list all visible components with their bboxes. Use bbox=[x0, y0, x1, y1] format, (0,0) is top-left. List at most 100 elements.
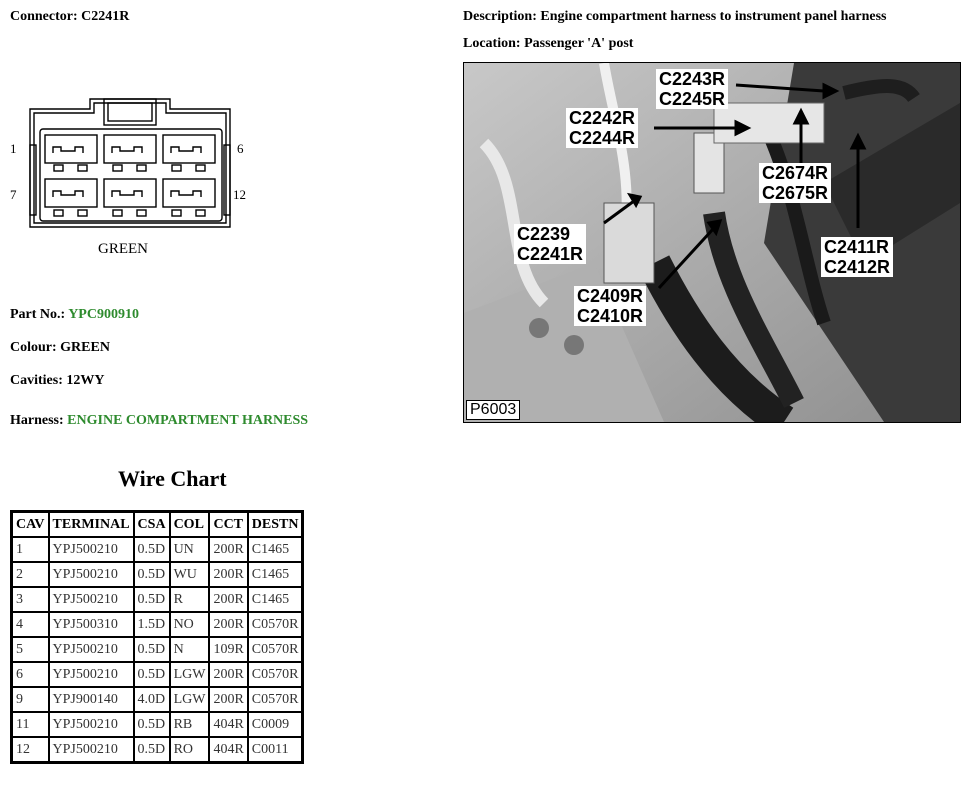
cell-destn: C0570R bbox=[246, 661, 304, 688]
wire-chart-header-row: CAV TERMINAL CSA COL CCT DESTN bbox=[10, 510, 304, 538]
cell-csa: 0.5D bbox=[132, 661, 171, 688]
cavity-row-top bbox=[44, 134, 216, 164]
cell-destn: C0570R bbox=[246, 686, 304, 713]
cell-terminal: YPJ500210 bbox=[47, 736, 135, 764]
cell-destn: C0011 bbox=[246, 736, 304, 764]
cell-col: WU bbox=[168, 561, 211, 588]
connector-value: C2241R bbox=[81, 9, 130, 24]
colour-value: GREEN bbox=[60, 340, 110, 355]
cell-destn: C1465 bbox=[246, 561, 304, 588]
column-header-destn: DESTN bbox=[246, 510, 304, 538]
description-value: Engine compartment harness to instrument… bbox=[540, 9, 887, 24]
cell-col: RB bbox=[168, 711, 211, 738]
column-header-cav: CAV bbox=[10, 510, 50, 538]
cell-csa: 0.5D bbox=[132, 736, 171, 764]
cell-cav: 3 bbox=[10, 586, 50, 613]
connector-line: Connector: C2241R bbox=[10, 9, 129, 25]
cell-csa: 0.5D bbox=[132, 561, 171, 588]
cell-csa: 0.5D bbox=[132, 586, 171, 613]
cell-cct: 109R bbox=[208, 636, 249, 663]
connector-label: Connector: bbox=[10, 9, 78, 24]
cavities-label: Cavities: bbox=[10, 373, 63, 388]
cell-csa: 1.5D bbox=[132, 611, 171, 638]
cell-cav: 9 bbox=[10, 686, 50, 713]
cavity-row-bottom bbox=[44, 178, 216, 208]
connector-housing bbox=[29, 98, 231, 228]
cell-cav: 6 bbox=[10, 661, 50, 688]
cell-csa: 0.5D bbox=[132, 636, 171, 663]
connector-face-diagram: 1 6 7 12 GREEN bbox=[10, 98, 246, 257]
cell-terminal: YPJ500210 bbox=[47, 661, 135, 688]
part-number-link[interactable]: YPC900910 bbox=[68, 307, 139, 322]
column-header-col: COL bbox=[168, 510, 211, 538]
cell-cav: 4 bbox=[10, 611, 50, 638]
connector-latch bbox=[103, 98, 157, 126]
cell-cct: 200R bbox=[208, 561, 249, 588]
colour-label: Colour: bbox=[10, 340, 57, 355]
cell-cav: 2 bbox=[10, 561, 50, 588]
colour-line: Colour: GREEN bbox=[10, 340, 110, 356]
cell-col: RO bbox=[168, 736, 211, 764]
cell-col: LGW bbox=[168, 661, 211, 688]
harness-link[interactable]: ENGINE COMPARTMENT HARNESS bbox=[67, 413, 309, 428]
cell-cct: 404R bbox=[208, 736, 249, 764]
cell-destn: C1465 bbox=[246, 536, 304, 563]
cell-terminal: YPJ500210 bbox=[47, 636, 135, 663]
description-label: Description: bbox=[463, 9, 537, 24]
cell-cav: 5 bbox=[10, 636, 50, 663]
cell-csa: 4.0D bbox=[132, 686, 171, 713]
cell-col: UN bbox=[168, 536, 211, 563]
cell-col: R bbox=[168, 586, 211, 613]
cell-cct: 200R bbox=[208, 686, 249, 713]
cell-destn: C0570R bbox=[246, 636, 304, 663]
location-label: Location: bbox=[463, 36, 521, 51]
cell-csa: 0.5D bbox=[132, 536, 171, 563]
cell-csa: 0.5D bbox=[132, 711, 171, 738]
cell-cav: 11 bbox=[10, 711, 50, 738]
cell-terminal: YPJ500310 bbox=[47, 611, 135, 638]
cell-terminal: YPJ500210 bbox=[47, 561, 135, 588]
column-header-cct: CCT bbox=[208, 510, 249, 538]
pin-number-6: 6 bbox=[237, 141, 244, 156]
cell-col: N bbox=[168, 636, 211, 663]
cell-cct: 200R bbox=[208, 586, 249, 613]
cell-destn: C1465 bbox=[246, 586, 304, 613]
description-line: Description: Engine compartment harness … bbox=[463, 9, 887, 25]
cell-cav: 12 bbox=[10, 736, 50, 764]
cell-col: LGW bbox=[168, 686, 211, 713]
cell-destn: C0570R bbox=[246, 611, 304, 638]
pin-number-12: 12 bbox=[233, 187, 246, 202]
cavities-value: 12WY bbox=[66, 373, 105, 388]
cell-cav: 1 bbox=[10, 536, 50, 563]
column-header-terminal: TERMINAL bbox=[47, 510, 135, 538]
cell-col: NO bbox=[168, 611, 211, 638]
photo-reference-id: P6003 bbox=[466, 400, 521, 420]
connector-body bbox=[39, 128, 223, 222]
column-header-csa: CSA bbox=[132, 510, 171, 538]
harness-line: Harness: ENGINE COMPARTMENT HARNESS bbox=[10, 413, 308, 429]
cavities-line: Cavities: 12WY bbox=[10, 373, 105, 389]
cell-cct: 200R bbox=[208, 536, 249, 563]
pin-number-7: 7 bbox=[10, 187, 17, 202]
cell-cct: 200R bbox=[208, 611, 249, 638]
cell-cct: 404R bbox=[208, 711, 249, 738]
part-number-label: Part No.: bbox=[10, 307, 66, 322]
part-number-line: Part No.: YPC900910 bbox=[10, 307, 139, 323]
location-value: Passenger 'A' post bbox=[524, 36, 634, 51]
cell-terminal: YPJ500210 bbox=[47, 536, 135, 563]
wire-chart-title: Wire Chart bbox=[118, 466, 227, 491]
